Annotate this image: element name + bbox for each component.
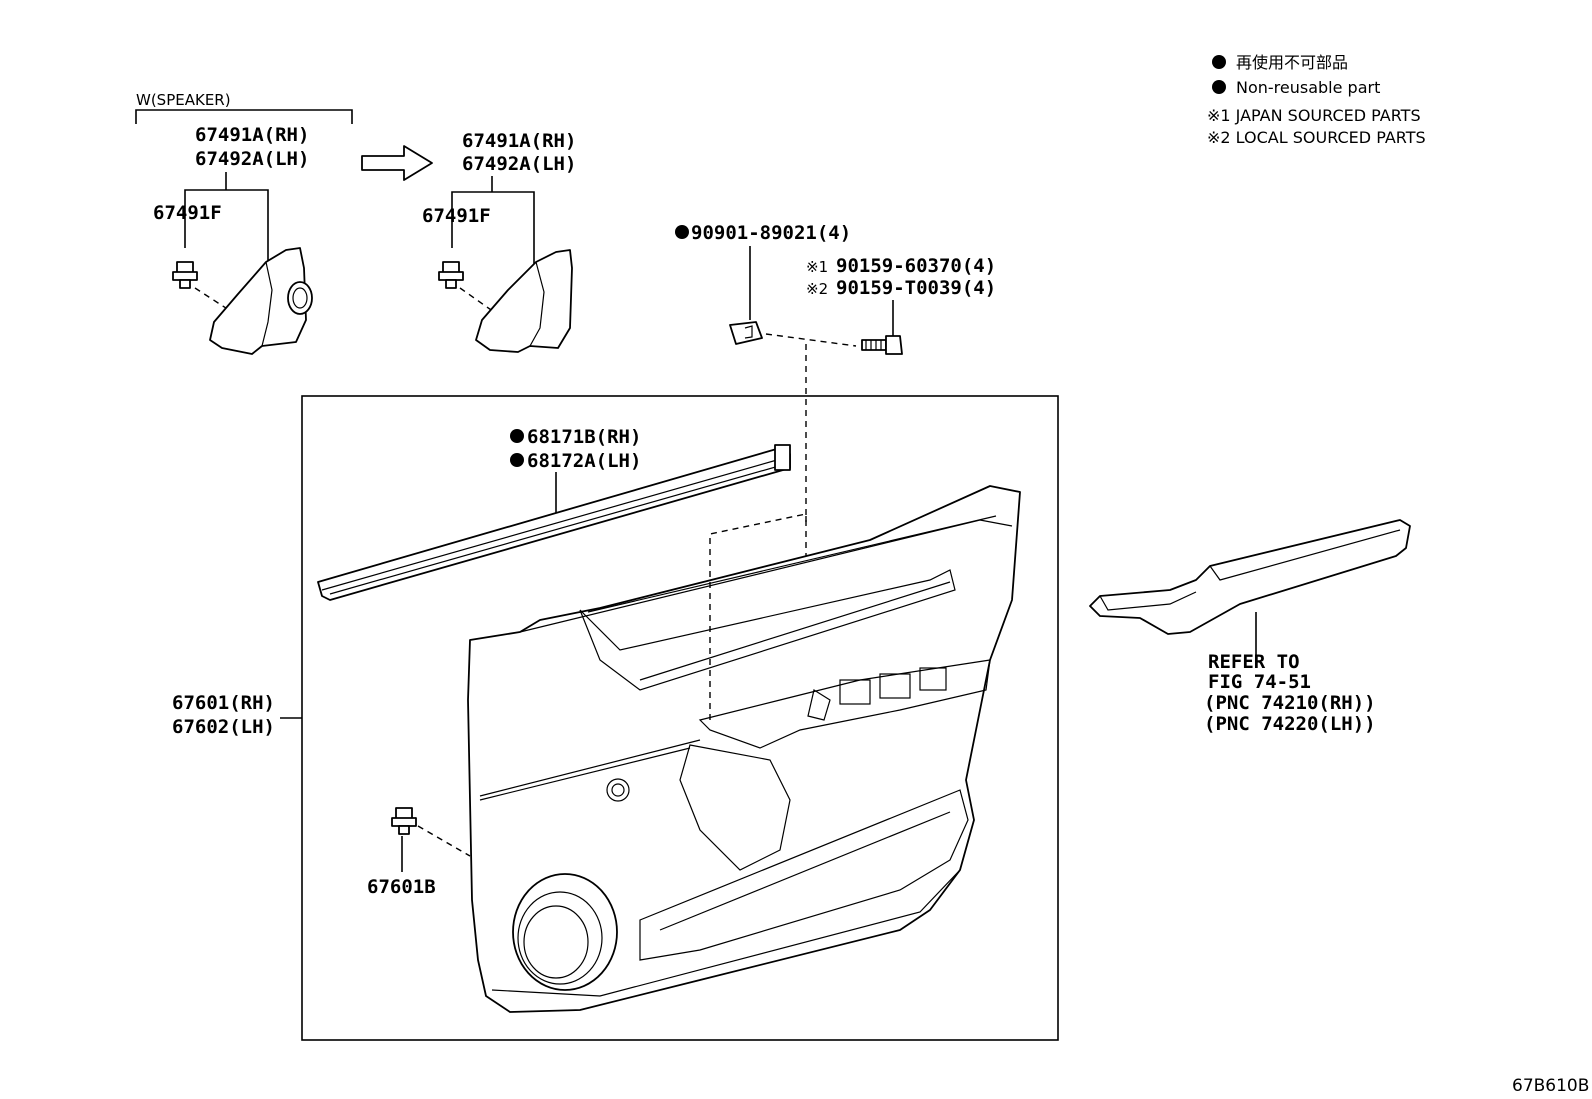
screw-group: ※1 90159-60370(4) ※2 90159-T0039(4) — [805, 255, 996, 680]
legend-dot-jp: 再使用不可部品 — [1236, 53, 1348, 72]
panel-clip-group: 67601B — [367, 807, 471, 898]
figure-id: 67B610B — [1512, 1076, 1589, 1096]
speaker-heading: W(SPEAKER) — [136, 91, 231, 109]
speaker-part-lh[interactable]: 67492A(LH) — [195, 148, 309, 170]
plain-clip-label[interactable]: 67491F — [422, 205, 491, 227]
clip-icon — [391, 807, 417, 835]
cover-part — [475, 249, 573, 353]
legend-note-1: ※1 JAPAN SOURCED PARTS — [1207, 106, 1421, 125]
plain-group: 67491A(RH) 67492A(LH) 67491F — [422, 130, 576, 353]
armrest-ref-line-3[interactable]: (PNC 74210(RH)) — [1204, 692, 1376, 714]
speaker-group: W(SPEAKER) 67491A(RH) 67492A(LH) 67491F — [135, 91, 353, 355]
non-reusable-dot-icon — [510, 453, 524, 467]
clip-icon — [172, 261, 198, 289]
non-reusable-dot-icon — [1212, 55, 1226, 69]
legend: 再使用不可部品 Non-reusable part ※1 JAPAN SOURC… — [1207, 53, 1426, 147]
armrest-part — [1089, 519, 1411, 660]
non-reusable-dot-icon — [675, 225, 689, 239]
door-panel-part — [467, 485, 1021, 1013]
legend-dot-en: Non-reusable part — [1236, 78, 1380, 97]
screw-icon — [861, 335, 903, 355]
armrest-ref: REFER TO FIG 74-51 (PNC 74210(RH)) (PNC … — [1204, 651, 1376, 735]
clip-nut-label[interactable]: 90901-89021(4) — [691, 222, 851, 244]
armrest-ref-line-2[interactable]: FIG 74-51 — [1208, 671, 1311, 693]
screw-part-1[interactable]: 90159-60370(4) — [836, 255, 996, 277]
speaker-part-rh[interactable]: 67491A(RH) — [195, 124, 309, 146]
legend-note-2: ※2 LOCAL SOURCED PARTS — [1207, 128, 1426, 147]
armrest-ref-line-4[interactable]: (PNC 74220(LH)) — [1204, 713, 1376, 735]
weatherstrip-rh[interactable]: 68171B(RH) — [527, 426, 641, 448]
screw-mark-2: ※2 — [806, 280, 828, 298]
weatherstrip-part — [317, 444, 791, 601]
screw-mark-1: ※1 — [806, 258, 828, 276]
armrest-ref-line-1: REFER TO — [1208, 651, 1300, 673]
door-panel-rh[interactable]: 67601(RH) — [172, 692, 275, 714]
clip-nut-icon — [729, 321, 763, 345]
plain-part-lh[interactable]: 67492A(LH) — [462, 153, 576, 175]
clip-nut-group: 90901-89021(4) — [675, 222, 857, 347]
speaker-clip-label[interactable]: 67491F — [153, 202, 222, 224]
door-panel-lh[interactable]: 67602(LH) — [172, 716, 275, 738]
speaker-cover-part — [209, 247, 313, 355]
non-reusable-dot-icon — [510, 429, 524, 443]
screw-part-2[interactable]: 90159-T0039(4) — [836, 277, 996, 299]
weatherstrip-group: 68171B(RH) 68172A(LH) — [317, 426, 791, 601]
weatherstrip-lh[interactable]: 68172A(LH) — [527, 450, 641, 472]
door-panel-labels: 67601(RH) 67602(LH) — [172, 692, 302, 738]
panel-clip-label[interactable]: 67601B — [367, 876, 436, 898]
non-reusable-dot-icon — [1212, 80, 1226, 94]
clip-icon — [438, 261, 464, 289]
arrow-right-icon — [361, 145, 433, 181]
plain-part-rh[interactable]: 67491A(RH) — [462, 130, 576, 152]
